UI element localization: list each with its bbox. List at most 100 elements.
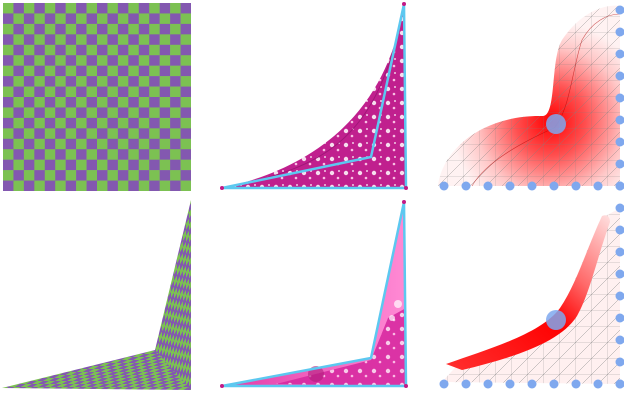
checker-cell bbox=[180, 86, 191, 98]
boundary-handle[interactable] bbox=[615, 313, 624, 323]
checker-cell bbox=[180, 23, 191, 35]
boundary-handle[interactable] bbox=[439, 181, 449, 191]
boundary-handle[interactable] bbox=[615, 357, 624, 367]
checker-cell bbox=[149, 170, 160, 181]
checker-cell bbox=[159, 65, 171, 77]
boundary-handle[interactable] bbox=[615, 247, 624, 257]
drag-handle[interactable] bbox=[546, 114, 566, 134]
checker-cell bbox=[107, 76, 119, 87]
checker-cell bbox=[76, 3, 87, 14]
checker-cell bbox=[86, 97, 98, 108]
checker-cell bbox=[170, 149, 181, 160]
boundary-handle[interactable] bbox=[527, 379, 537, 389]
checker-cell bbox=[97, 107, 108, 119]
checker-cell bbox=[65, 44, 77, 56]
checker-cell bbox=[97, 170, 108, 181]
checker-cell bbox=[138, 138, 150, 150]
boundary-handle[interactable] bbox=[439, 379, 449, 389]
checker-cell bbox=[23, 13, 35, 25]
checker-cell bbox=[128, 23, 140, 35]
boundary-handle[interactable] bbox=[615, 5, 624, 15]
checker-cell bbox=[97, 180, 108, 191]
checker-cell bbox=[128, 159, 140, 171]
boundary-handle[interactable] bbox=[549, 181, 559, 191]
checker-cell bbox=[128, 97, 140, 108]
boundary-handle[interactable] bbox=[615, 291, 624, 301]
checker-cell bbox=[44, 3, 56, 14]
checker-cell bbox=[3, 44, 14, 56]
boundary-handle[interactable] bbox=[615, 93, 624, 103]
checker-cell bbox=[55, 149, 66, 160]
checker-cell bbox=[76, 44, 87, 56]
checker-cell bbox=[65, 159, 77, 171]
boundary-handle[interactable] bbox=[505, 181, 515, 191]
boundary-handle[interactable] bbox=[461, 181, 471, 191]
boundary-handle[interactable] bbox=[615, 137, 624, 147]
boundary-handle[interactable] bbox=[615, 49, 624, 59]
checker-cell bbox=[55, 180, 66, 191]
boundary-handle[interactable] bbox=[549, 379, 559, 389]
boundary-handle[interactable] bbox=[615, 115, 624, 125]
checker-cell bbox=[13, 117, 25, 129]
checker-cell bbox=[107, 23, 119, 35]
boundary-handle[interactable] bbox=[483, 379, 493, 389]
corner-dot[interactable] bbox=[220, 186, 224, 190]
checker-cell bbox=[44, 159, 56, 171]
boundary-handle[interactable] bbox=[505, 379, 515, 389]
corner-dot[interactable] bbox=[220, 384, 224, 388]
checker-cell bbox=[117, 138, 129, 150]
checker-cell bbox=[86, 65, 98, 77]
curved-triangle-fill bbox=[222, 4, 406, 188]
checker-cell bbox=[149, 180, 160, 191]
checker-cell bbox=[149, 3, 160, 14]
checker-cell bbox=[55, 3, 66, 14]
boundary-handle[interactable] bbox=[593, 379, 603, 389]
boundary-handle[interactable] bbox=[615, 335, 624, 345]
boundary-handle[interactable] bbox=[615, 71, 624, 81]
checker-cell bbox=[149, 76, 160, 87]
boundary-handle[interactable] bbox=[615, 269, 624, 279]
checker-cell bbox=[13, 3, 25, 14]
checker-cell bbox=[149, 107, 160, 119]
boundary-handle[interactable] bbox=[615, 203, 624, 213]
boundary-handle[interactable] bbox=[615, 225, 624, 235]
checker-cell bbox=[97, 13, 108, 25]
checker-cell bbox=[44, 44, 56, 56]
checker-cell bbox=[170, 86, 181, 98]
corner-dot[interactable] bbox=[402, 2, 406, 6]
boundary-handle[interactable] bbox=[615, 181, 624, 191]
checker-cell bbox=[138, 107, 150, 119]
boundary-handle[interactable] bbox=[615, 379, 624, 389]
boundary-handle[interactable] bbox=[483, 181, 493, 191]
checker-cell bbox=[23, 23, 35, 35]
checker-cell bbox=[44, 138, 56, 150]
checker-cell bbox=[65, 107, 77, 119]
checker-cell bbox=[65, 34, 77, 46]
warped-right-face bbox=[155, 200, 191, 390]
boundary-handle[interactable] bbox=[461, 379, 471, 389]
checker-cell bbox=[86, 23, 98, 35]
checker-cell bbox=[34, 149, 46, 160]
checker-cell bbox=[86, 34, 98, 46]
corner-dot[interactable] bbox=[404, 186, 408, 190]
checker-cell bbox=[170, 44, 181, 56]
checker-cell bbox=[34, 159, 46, 171]
corner-dot[interactable] bbox=[404, 384, 408, 388]
boundary-handle[interactable] bbox=[615, 159, 624, 169]
checker-cell bbox=[159, 159, 171, 171]
checker-cell bbox=[159, 117, 171, 129]
checker-cell bbox=[65, 97, 77, 108]
corner-dot[interactable] bbox=[402, 200, 406, 204]
checker-cell bbox=[170, 170, 181, 181]
boundary-handle[interactable] bbox=[527, 181, 537, 191]
boundary-handle[interactable] bbox=[571, 379, 581, 389]
boundary-handle[interactable] bbox=[615, 27, 624, 37]
checker-cell bbox=[44, 170, 56, 181]
checker-cell bbox=[13, 86, 25, 98]
boundary-handle[interactable] bbox=[593, 181, 603, 191]
drag-handle[interactable] bbox=[546, 310, 566, 330]
boundary-handle[interactable] bbox=[571, 181, 581, 191]
checker-cell bbox=[76, 159, 87, 171]
checker-cell bbox=[23, 180, 35, 191]
checker-cell bbox=[86, 180, 98, 191]
